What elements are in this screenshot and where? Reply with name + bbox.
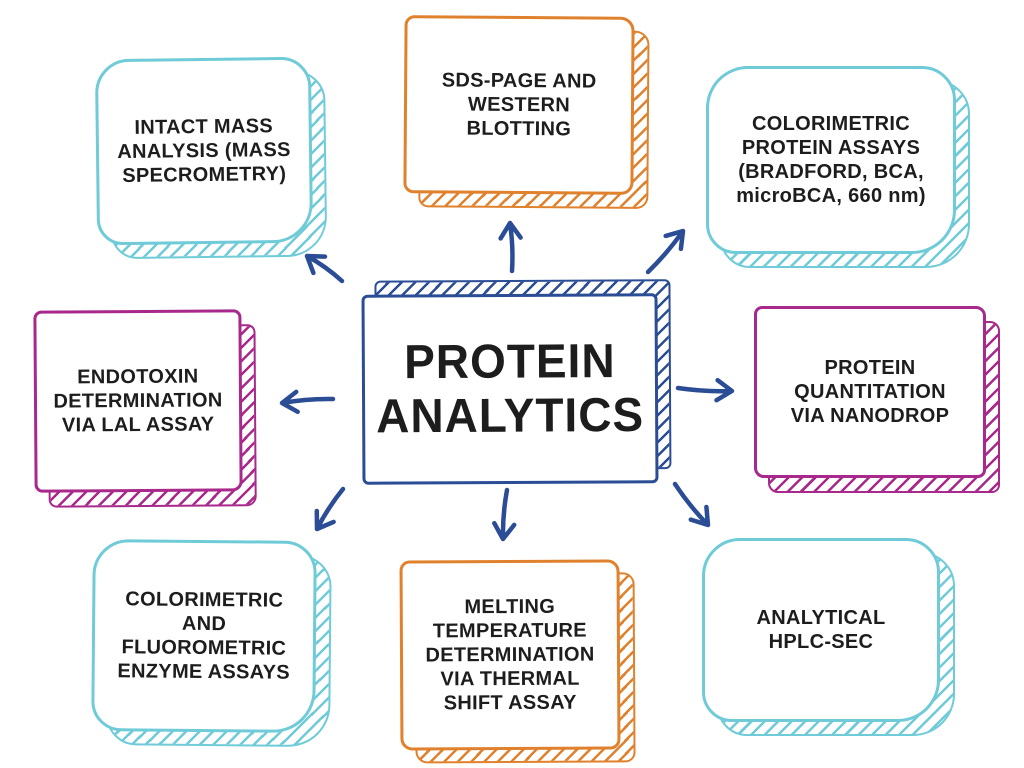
node-melting-temperature-thermal-shift: MELTING TEMPERATURE DETERMINATION VIA TH… <box>399 559 636 764</box>
box-panel: ANALYTICAL HPLC-SEC <box>702 538 940 722</box>
arrow-bottom-left <box>314 486 346 532</box>
node-colorimetric-protein-assays: COLORIMETRIC PROTEIN ASSAYS (BRADFORD, B… <box>706 66 970 268</box>
arrow-top <box>498 220 523 274</box>
box-panel: COLORIMETRIC AND FLUOROMETRIC ENZYME ASS… <box>91 539 317 733</box>
node-endotoxin-lal-assay: ENDOTOXIN DETERMINATION VIA LAL ASSAY <box>33 309 257 508</box>
node-label: ENDOTOXIN DETERMINATION VIA LAL ASSAY <box>53 365 223 437</box>
center-node-protein-analytics: PROTEIN ANALYTICS <box>361 279 672 485</box>
arrow-top-left <box>304 253 345 284</box>
node-label: SDS-PAGE AND WESTERN BLOTTING <box>441 69 597 141</box>
node-label: MELTING TEMPERATURE DETERMINATION VIA TH… <box>425 595 595 715</box>
node-label: COLORIMETRIC AND FLUOROMETRIC ENZYME ASS… <box>117 588 291 684</box>
box-panel: PROTEIN QUANTITATION VIA NANODROP <box>754 306 986 478</box>
box-panel: MELTING TEMPERATURE DETERMINATION VIA TH… <box>399 559 621 751</box>
node-label: ANALYTICAL HPLC-SEC <box>756 607 886 653</box>
node-analytical-hplc-sec: ANALYTICAL HPLC-SEC <box>702 538 955 736</box>
node-label: INTACT MASS ANALYSIS (MASS SPECROMETRY) <box>117 115 291 187</box>
box-panel: ENDOTOXIN DETERMINATION VIA LAL ASSAY <box>33 309 243 493</box>
arrow-left <box>279 389 336 415</box>
arrow-top-right <box>645 228 686 275</box>
arrow-bottom-right <box>672 481 711 528</box>
node-colorimetric-fluorometric-enzyme-assays: COLORIMETRIC AND FLUOROMETRIC ENZYME ASS… <box>91 539 332 748</box>
box-panel: INTACT MASS ANALYSIS (MASS SPECROMETRY) <box>94 56 314 246</box>
node-label: PROTEIN QUANTITATION VIA NANODROP <box>790 357 950 427</box>
node-intact-mass-analysis: INTACT MASS ANALYSIS (MASS SPECROMETRY) <box>94 56 328 260</box>
node-protein-quantitation-nanodrop: PROTEIN QUANTITATION VIA NANODROP <box>754 306 1000 493</box>
center-node-label: PROTEIN ANALYTICS <box>375 333 645 443</box>
arrow-bottom <box>492 487 517 542</box>
arrow-right <box>675 377 735 403</box>
box-panel: PROTEIN ANALYTICS <box>361 293 659 485</box>
box-panel: SDS-PAGE AND WESTERN BLOTTING <box>403 15 635 195</box>
node-sds-page-western-blotting: SDS-PAGE AND WESTERN BLOTTING <box>403 15 650 209</box>
node-label: COLORIMETRIC PROTEIN ASSAYS (BRADFORD, B… <box>736 113 926 207</box>
box-panel: COLORIMETRIC PROTEIN ASSAYS (BRADFORD, B… <box>706 66 956 254</box>
